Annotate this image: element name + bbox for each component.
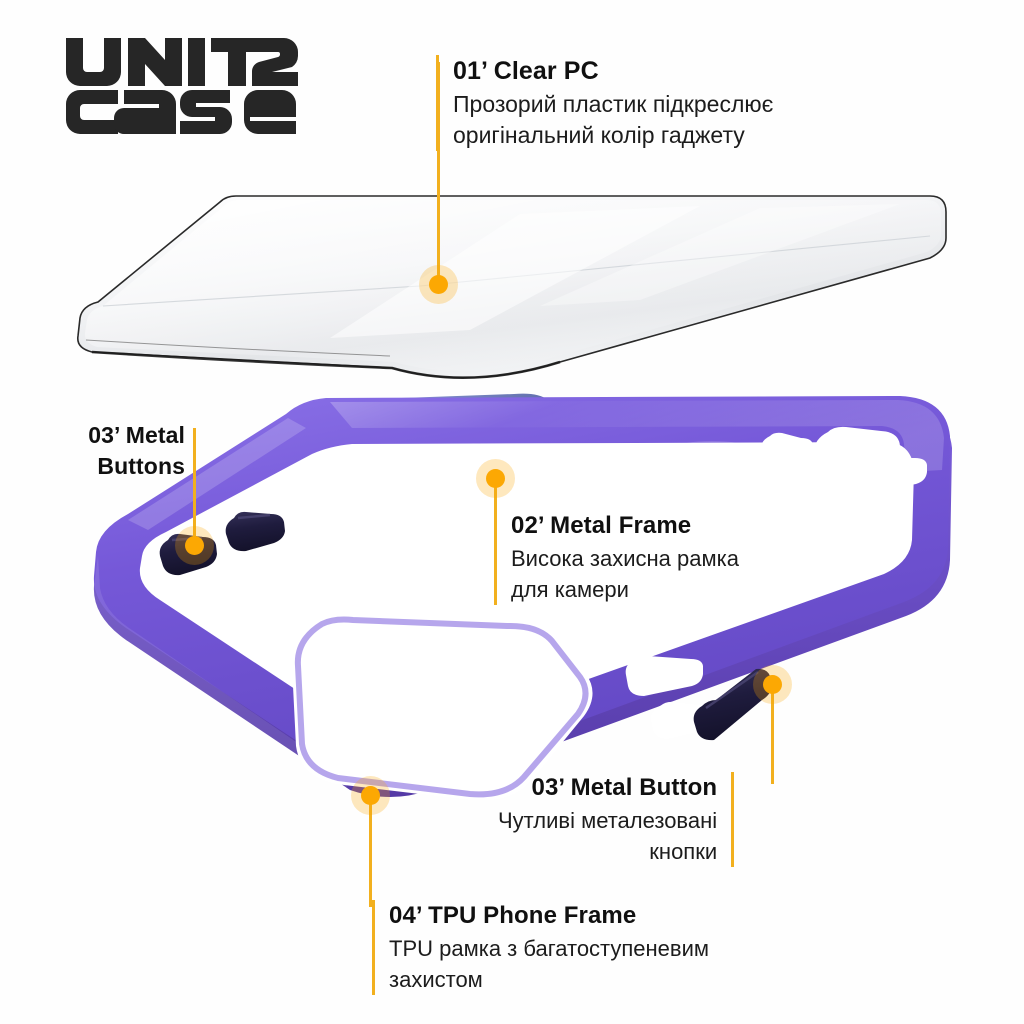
hotspot-dot-metal-buttons[interactable]: [185, 536, 204, 555]
callout-title-metal-buttons-line1: 03’ Metal: [88, 422, 185, 448]
metal-button-left-2: [225, 511, 285, 552]
callout-title-tpu-phone-frame: 04’ TPU Phone Frame: [389, 902, 637, 929]
callout-desc-line: TPU рамка з багатоступеневим: [389, 936, 710, 961]
leader-line-metal-button: [771, 684, 774, 784]
clear-pc-back-plate: [76, 195, 947, 379]
callout-desc-line: для камери: [511, 577, 629, 602]
callout-desc-line: Висока захисна рамка: [511, 546, 739, 571]
callout-title-clear-pc: 01’ Clear PC: [453, 57, 599, 85]
leader-line-tpu-frame: [369, 795, 372, 907]
callout-desc-clear-pc: Прозорий пластик підкреслює оригінальний…: [453, 89, 773, 151]
unite-case-logo: [62, 34, 302, 138]
hotspot-dot-clear-pc[interactable]: [429, 275, 448, 294]
hotspot-dot-tpu-frame[interactable]: [361, 786, 380, 805]
callout-desc-line: Чутливі металезовані: [498, 808, 718, 833]
leader-line-metal-buttons: [193, 428, 196, 544]
leader-line-metal-frame: [494, 478, 497, 520]
callout-desc-line: Прозорий пластик підкреслює: [453, 91, 774, 117]
callout-metal-button: 03’ Metal Button Чутливі металезовані кн…: [498, 772, 735, 867]
leader-line-clear-pc: [437, 62, 440, 284]
callout-desc-line: оригінальний колір гаджету: [453, 122, 745, 148]
callout-desc-line: кнопки: [649, 839, 718, 864]
callout-title-metal-frame: 02’ Metal Frame: [511, 512, 692, 539]
callout-metal-buttons: 03’ Metal Buttons: [70, 420, 185, 482]
metal-button-right: [693, 668, 772, 741]
callout-desc-metal-button: Чутливі металезовані кнопки: [498, 805, 717, 867]
callout-desc-tpu-phone-frame: TPU рамка з багатоступеневим захистом: [389, 933, 709, 995]
callout-title-metal-button: 03’ Metal Button: [531, 774, 718, 801]
hotspot-dot-metal-frame[interactable]: [486, 469, 505, 488]
callout-desc-line: захистом: [389, 967, 483, 992]
callout-title-metal-buttons-line2: Buttons: [97, 453, 185, 479]
callout-clear-pc: 01’ Clear PC Прозорий пластик підкреслює…: [436, 55, 773, 151]
hotspot-dot-metal-button[interactable]: [763, 675, 782, 694]
callout-metal-frame: 02’ Metal Frame Висока захисна рамка для…: [494, 510, 739, 605]
metal-camera-frame: [261, 393, 567, 500]
callout-tpu-phone-frame: 04’ TPU Phone Frame TPU рамка з багатост…: [372, 900, 709, 995]
callout-desc-metal-frame: Висока захисна рамка для камери: [511, 543, 739, 605]
